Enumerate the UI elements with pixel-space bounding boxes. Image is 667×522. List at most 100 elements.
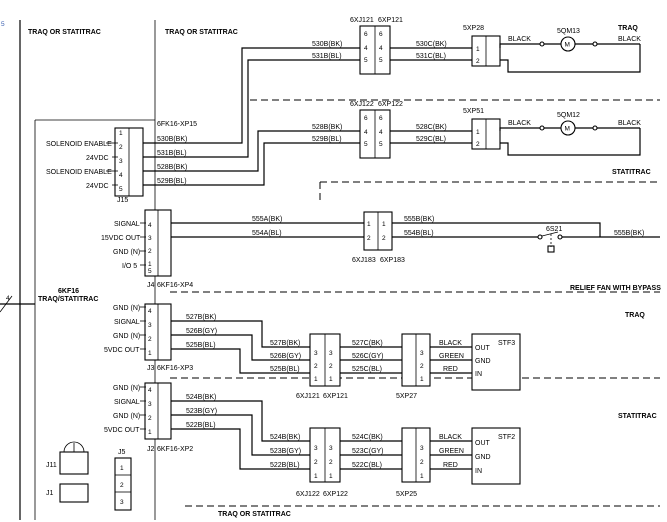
wire-555b-first xyxy=(392,222,601,237)
wire-527b-label: 527B(BK) xyxy=(186,314,216,321)
j15-pins: 1 2 3 4 5 xyxy=(119,130,123,193)
wire-525c-label: 525C(BL) xyxy=(352,366,382,373)
label-6xj122-mid: 6XJ122 xyxy=(296,491,320,498)
label-5xp28: 5XP28 xyxy=(463,25,484,32)
wire-531b xyxy=(143,59,360,158)
wire-stf3-red-label: RED xyxy=(443,366,458,373)
label-stf3: STF3 xyxy=(498,340,515,347)
label-stf2: STF2 xyxy=(498,434,515,441)
j2-label: J2 xyxy=(147,446,155,453)
j3-pins: 4 3 2 1 xyxy=(148,308,152,357)
j1-label: J1 xyxy=(46,490,54,497)
wire-count-label: 4 xyxy=(6,295,10,302)
svg-text:4: 4 xyxy=(379,129,383,136)
wire-522b xyxy=(171,428,310,470)
wire-555b-label: 555B(BK) xyxy=(404,216,434,223)
wire-523c-label: 523C(GY) xyxy=(352,448,384,455)
sensor-stf2 xyxy=(471,427,521,485)
wire-5qm12-left-label: BLACK xyxy=(508,120,531,127)
wire-528c-label: 528C(BK) xyxy=(416,124,447,131)
svg-text:6: 6 xyxy=(379,31,383,38)
svg-text:2: 2 xyxy=(314,459,318,466)
module-subtitle: TRAQ/STATITRAC xyxy=(38,296,98,303)
svg-text:3: 3 xyxy=(314,350,318,357)
connector-6xj121-mid: 3 2 1 3 2 1 xyxy=(309,333,341,387)
svg-text:4: 4 xyxy=(148,308,152,315)
wire-525b-label: 525B(BL) xyxy=(186,342,216,349)
wire-524b-label-2: 524B(BK) xyxy=(270,434,300,441)
j3-label: J3 xyxy=(147,365,155,372)
svg-text:4: 4 xyxy=(379,45,383,52)
svg-text:3: 3 xyxy=(120,499,124,506)
label-relief-fan: RELIEF FAN WITH BYPASS xyxy=(570,285,661,292)
j11-label: J11 xyxy=(46,462,57,469)
svg-text:5: 5 xyxy=(364,141,368,148)
svg-text:1: 1 xyxy=(420,473,424,480)
wire-554a-label: 554A(BL) xyxy=(252,230,282,237)
svg-text:1: 1 xyxy=(148,429,152,436)
svg-text:1: 1 xyxy=(476,46,480,53)
label-6xp122-mid: 6XP122 xyxy=(323,491,348,498)
svg-text:1: 1 xyxy=(367,221,371,228)
wire-5qm13-left-label: BLACK xyxy=(508,36,531,43)
svg-text:1: 1 xyxy=(314,473,318,480)
svg-text:1: 1 xyxy=(314,376,318,383)
label-6xj121-mid: 6XJ121 xyxy=(296,393,320,400)
svg-text:2: 2 xyxy=(148,336,152,343)
svg-text:3: 3 xyxy=(329,350,333,357)
label-traq-top: TRAQ xyxy=(618,25,638,32)
stf3-terminal-out: OUT xyxy=(475,345,491,352)
svg-text:3: 3 xyxy=(314,445,318,452)
wire-522b-label-2: 522B(BL) xyxy=(270,462,300,469)
svg-text:3: 3 xyxy=(119,158,123,165)
svg-text:4: 4 xyxy=(148,222,152,229)
wire-531c-label: 531C(BL) xyxy=(416,53,446,60)
module-name: 6KF16 xyxy=(58,288,79,295)
svg-text:1: 1 xyxy=(148,350,152,357)
j2-signal-1: GND (N) xyxy=(113,385,140,392)
label-statitrac-top: STATITRAC xyxy=(612,169,651,176)
j2-signal-4: 5VDC OUT xyxy=(104,427,140,434)
j3-signal-2: SIGNAL xyxy=(114,319,140,326)
svg-text:1: 1 xyxy=(120,465,124,472)
wire-525b-label-2: 525B(BL) xyxy=(270,366,300,373)
wire-5qm12-right-label: BLACK xyxy=(618,120,641,127)
svg-text:1: 1 xyxy=(329,376,333,383)
wire-524b xyxy=(171,400,310,442)
j4-signal-2: 15VDC OUT xyxy=(101,235,141,242)
svg-text:5: 5 xyxy=(379,57,383,64)
label-6xp121-top: 6XP121 xyxy=(378,17,403,24)
svg-text:3: 3 xyxy=(148,401,152,408)
wire-524b-label: 524B(BK) xyxy=(186,394,216,401)
label-6xp183: 6XP183 xyxy=(380,257,405,264)
wire-523b-label: 523B(GY) xyxy=(186,408,217,415)
label-5xp27: 5XP27 xyxy=(396,393,417,400)
wire-530c-label: 530C(BK) xyxy=(416,41,447,48)
wire-525b xyxy=(171,348,310,374)
wire-5qm13-right-label: BLACK xyxy=(618,36,641,43)
label-statitrac-mid: STATITRAC xyxy=(618,413,657,420)
connector-5xp51: 1 2 xyxy=(471,118,501,150)
svg-text:3: 3 xyxy=(329,445,333,452)
svg-text:2: 2 xyxy=(314,363,318,370)
svg-text:4: 4 xyxy=(119,172,123,179)
wire-522c-label: 522C(BL) xyxy=(352,462,382,469)
wire-528b-label-2: 528B(BK) xyxy=(312,124,342,131)
wire-527c-label: 527C(BK) xyxy=(352,340,383,347)
svg-text:2: 2 xyxy=(329,363,333,370)
motor-5qm12-icon xyxy=(560,120,576,136)
motor-5qm13-symbol: M xyxy=(565,42,570,49)
wire-522b-label: 522B(BL) xyxy=(186,422,216,429)
stf2-terminal-out: OUT xyxy=(475,440,491,447)
svg-text:2: 2 xyxy=(148,248,152,255)
wire-526b-label: 526B(GY) xyxy=(186,328,217,335)
wire-523b-label-2: 523B(GY) xyxy=(270,448,301,455)
svg-text:2: 2 xyxy=(476,58,480,65)
j1-connector xyxy=(59,483,89,503)
connector-6xj122-top: 6 4 5 6 4 5 xyxy=(359,109,391,159)
label-6xj183: 6XJ183 xyxy=(352,257,376,264)
svg-text:2: 2 xyxy=(329,459,333,466)
j4-signal-4: I/O 5 xyxy=(122,263,137,270)
header-center: TRAQ OR STATITRAC xyxy=(165,29,238,36)
wire-526b xyxy=(171,334,310,361)
